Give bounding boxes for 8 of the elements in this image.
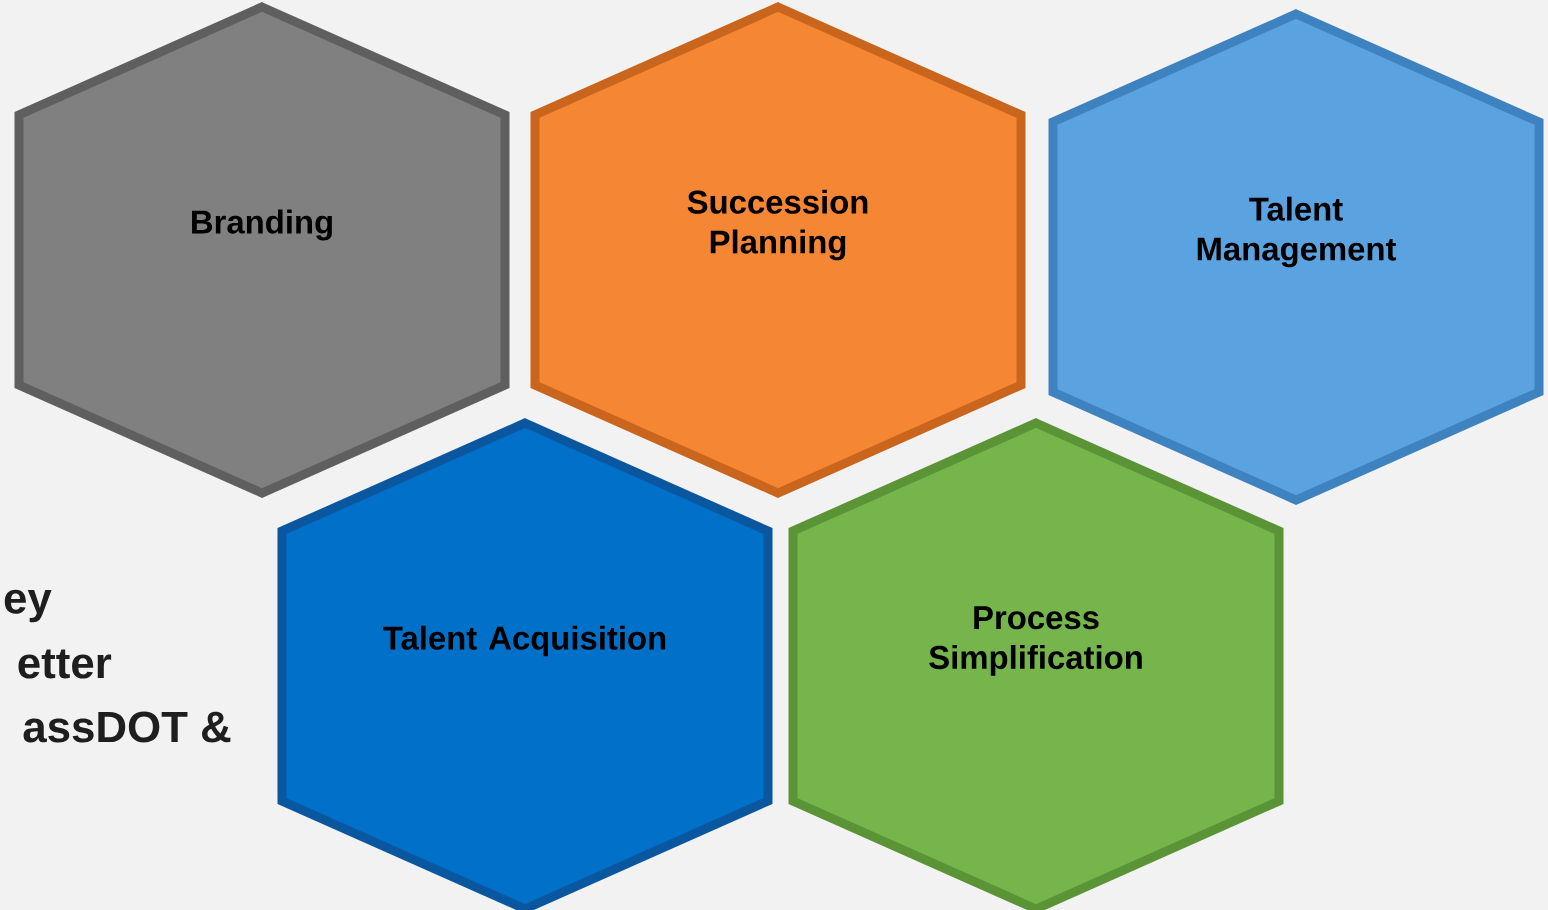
hexagon: Talent Management (1048, 9, 1544, 505)
hexagon: Succession Planning (530, 2, 1026, 498)
hexagon: Process Simplification (788, 418, 1284, 910)
hexagon: Talent Acquisition (277, 418, 773, 910)
side-text: ey (4, 589, 52, 623)
side-text: assDOT & (23, 711, 231, 743)
hexagon: Branding (14, 2, 510, 498)
side-text: etter (18, 649, 112, 679)
